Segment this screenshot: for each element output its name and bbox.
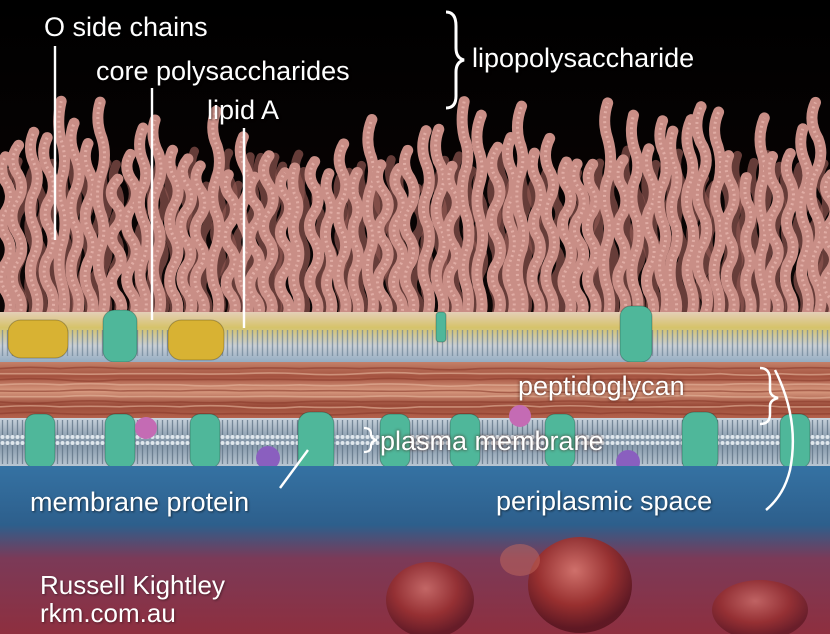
- membrane-protein: [298, 412, 334, 474]
- label-lipopolysaccharide: lipopolysaccharide: [472, 45, 694, 72]
- membrane-protein: [190, 414, 220, 468]
- label-membrane-protein: membrane protein: [30, 489, 249, 516]
- o-side-chain: [250, 177, 260, 320]
- o-side-chain: [12, 145, 22, 320]
- o-side-chain: [436, 129, 445, 320]
- outer-membrane-protein: [620, 306, 652, 362]
- label-plasma-membrane: plasma membrane: [380, 428, 604, 455]
- o-side-chain: [139, 128, 147, 320]
- membrane-protein: [25, 414, 55, 468]
- credit-author: Russell Kightley: [40, 572, 225, 599]
- label-peptidoglycan: peptidoglycan: [518, 373, 685, 400]
- outer-membrane-protein: [103, 310, 137, 362]
- membrane-protein: [509, 405, 531, 427]
- label-lipid-a: lipid A: [207, 97, 279, 124]
- membrane-protein: [780, 414, 810, 468]
- label-periplasmic-space: periplasmic space: [496, 488, 712, 515]
- membrane-protein: [135, 417, 157, 439]
- cytoplasm-blob: [528, 537, 632, 633]
- label-o-side-chains: O side chains: [44, 14, 208, 41]
- membrane-protein: [105, 414, 135, 468]
- outer-membrane-protein: [436, 312, 446, 342]
- cytoplasm-blob: [500, 544, 540, 576]
- o-side-chain: [618, 160, 626, 320]
- membrane-protein: [682, 412, 718, 472]
- o-side-chain: [293, 168, 300, 320]
- label-core-polysaccharides: core polysaccharides: [96, 58, 350, 85]
- porin-protein: [8, 320, 68, 358]
- credit-website: rkm.com.au: [40, 600, 176, 627]
- porin-protein: [168, 320, 224, 360]
- o-side-chain: [225, 175, 235, 320]
